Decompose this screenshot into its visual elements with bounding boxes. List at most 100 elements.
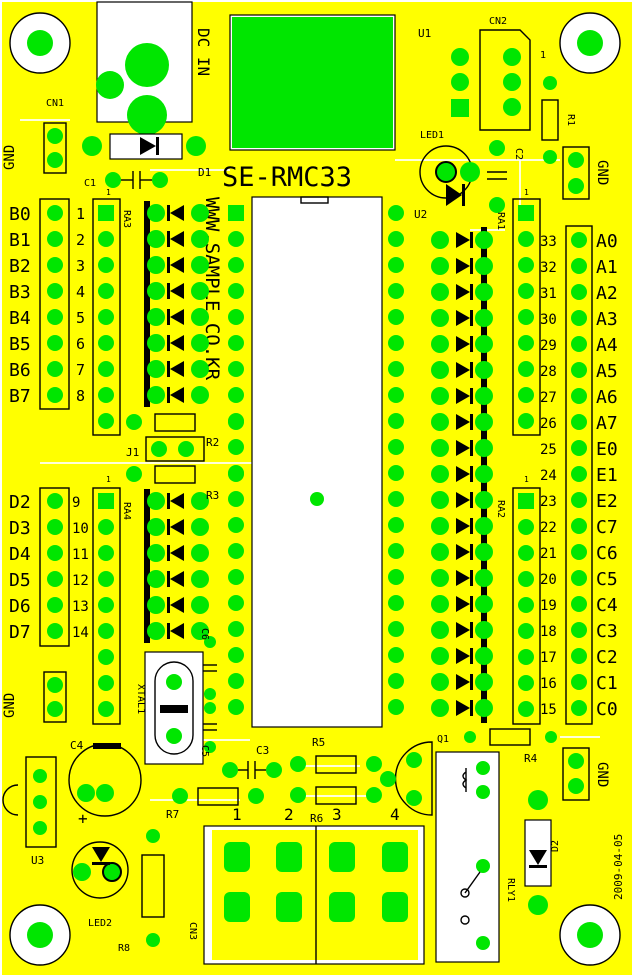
ra3-pin <box>98 361 114 377</box>
ra2-pin1: 1 <box>524 475 529 484</box>
led-bar-segment <box>431 361 493 379</box>
header-pin <box>47 597 63 613</box>
pin-number: 27 <box>540 390 557 406</box>
led-pad <box>431 673 449 691</box>
pin-number: 8 <box>76 387 85 405</box>
led-pad <box>147 256 165 274</box>
led-symbol <box>170 283 184 299</box>
led-pad <box>475 673 493 691</box>
pin-number: 5 <box>76 309 85 327</box>
gnd-label-left-bottom: GND <box>2 693 18 718</box>
ra2-pin <box>518 649 534 665</box>
led-bar <box>470 622 473 638</box>
gnd-header-right-bottom: GND <box>562 747 610 801</box>
resistor-array-ra4: RA4 1 <box>92 475 132 725</box>
led-bar <box>470 232 473 248</box>
port-label: B2 <box>9 256 31 277</box>
rly1-label: RLY1 <box>505 878 516 902</box>
led-symbol <box>456 466 470 482</box>
led-pad <box>475 361 493 379</box>
ra2-label: RA2 <box>495 500 506 518</box>
led-bar-segment <box>431 569 493 587</box>
r7-label: R7 <box>166 808 179 821</box>
cn3-pad <box>224 892 250 922</box>
header-pin <box>47 231 63 247</box>
led-pad <box>191 596 209 614</box>
relay-rly1: RLY1 <box>435 751 516 963</box>
ra1-pin <box>518 283 534 299</box>
ra4-pin1: 1 <box>106 475 111 484</box>
cn3-pad <box>224 842 250 872</box>
led-pad <box>431 257 449 275</box>
led-pad <box>147 386 165 404</box>
u2-pin <box>388 439 404 455</box>
led-symbol <box>170 545 184 561</box>
crystal-xtal1: XTAL1 <box>135 651 204 765</box>
header-pin <box>47 493 63 509</box>
resistor-r4: R4 <box>464 728 557 765</box>
d2-label: D2 <box>550 840 561 852</box>
led-bar <box>470 414 473 430</box>
port-label: A3 <box>596 309 618 330</box>
led-bar <box>167 231 170 247</box>
led-pad <box>475 387 493 405</box>
port-label: E1 <box>596 465 618 486</box>
led-bar-segment <box>431 387 493 405</box>
led-pad <box>431 699 449 717</box>
ra1-pin <box>518 309 534 325</box>
port-label: A1 <box>596 257 618 278</box>
ra3-pin <box>98 335 114 351</box>
led-pad <box>475 231 493 249</box>
resistor-array-ra1: RA1 1 <box>495 188 541 436</box>
led-pad <box>147 282 165 300</box>
header-pin <box>571 570 587 586</box>
led-pad <box>191 518 209 536</box>
u3-label: U3 <box>31 854 44 867</box>
led-pad <box>431 439 449 457</box>
led-pad <box>191 492 209 510</box>
u2-pin <box>228 595 244 611</box>
xtal1-label: XTAL1 <box>135 684 146 714</box>
ra3-pin <box>98 283 114 299</box>
led-bar-segment <box>431 439 493 457</box>
u2-pin <box>388 205 404 221</box>
led-bar-segment <box>147 282 209 300</box>
led-bar <box>470 492 473 508</box>
led-pad <box>475 621 493 639</box>
led-symbol <box>456 440 470 456</box>
header-pin <box>47 623 63 639</box>
capacitor-c3: C3 <box>222 744 282 779</box>
header-pin <box>571 258 587 274</box>
header-pin <box>47 361 63 377</box>
led-led2: LED2 <box>71 841 129 929</box>
cn3-pad <box>329 892 355 922</box>
port-label: C1 <box>596 673 618 694</box>
port-label: B3 <box>9 282 31 303</box>
ra1-pin1: 1 <box>524 188 529 197</box>
ra1-pads <box>518 205 534 429</box>
led1-label: LED1 <box>420 130 444 141</box>
ra2-pin <box>518 623 534 639</box>
mount-hole-tr <box>559 12 621 74</box>
u2-label: U2 <box>414 208 427 221</box>
led-pad <box>191 334 209 352</box>
port-label: D6 <box>9 596 31 617</box>
ra2-pin <box>518 597 534 613</box>
led-symbol <box>456 414 470 430</box>
port-label: C2 <box>596 647 618 668</box>
header-pin <box>571 336 587 352</box>
led-bar <box>167 387 170 403</box>
ra3-label: RA3 <box>121 210 132 228</box>
mount-hole-bl <box>9 904 71 966</box>
led-bar <box>167 623 170 639</box>
pin-number: 17 <box>540 650 557 666</box>
ra4-label: RA4 <box>121 502 132 520</box>
led-bar-segment <box>431 517 493 535</box>
u2-pin <box>388 673 404 689</box>
cn3-pad <box>276 842 302 872</box>
header-pin <box>571 284 587 300</box>
gnd-label-right-bottom: GND <box>594 762 610 787</box>
led-bar <box>167 205 170 221</box>
led-pad <box>431 517 449 535</box>
